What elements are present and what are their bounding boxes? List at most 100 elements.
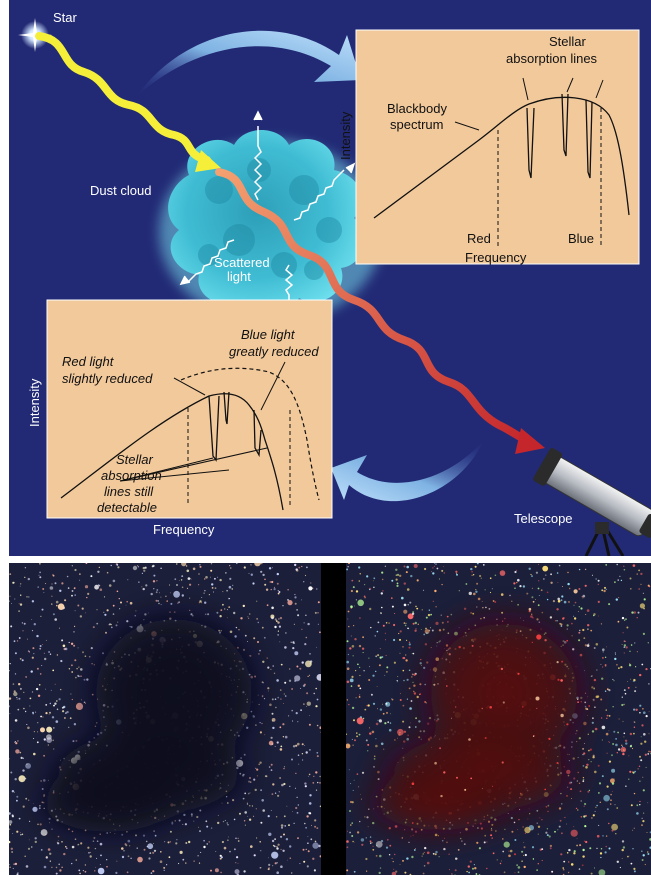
star-point — [455, 570, 458, 573]
star-point — [606, 717, 608, 719]
star-point — [577, 611, 579, 613]
star-point — [315, 705, 318, 708]
star-point — [459, 837, 462, 840]
star-point — [24, 576, 26, 578]
star-point — [430, 571, 432, 573]
star-point — [386, 671, 388, 673]
star-point — [536, 707, 538, 709]
star-point — [104, 613, 107, 616]
star-point — [31, 691, 34, 693]
star-point — [557, 599, 561, 603]
telescope-label: Telescope — [514, 511, 573, 526]
star-point — [511, 600, 513, 602]
star-point — [447, 621, 449, 623]
star-point — [221, 840, 224, 844]
star-point — [304, 785, 307, 788]
star-point — [582, 747, 585, 750]
star-point — [236, 856, 239, 859]
star-point — [411, 855, 414, 859]
star-point — [56, 654, 59, 656]
star-point — [385, 622, 388, 624]
star-point — [601, 677, 604, 680]
star-point — [388, 622, 390, 624]
star-point — [382, 590, 384, 592]
star-point — [606, 646, 607, 648]
star-point — [399, 864, 401, 865]
star-point — [10, 625, 13, 628]
star-point — [403, 730, 407, 733]
telescope-icon — [533, 448, 651, 556]
star-point — [568, 601, 570, 603]
star-point — [297, 742, 300, 746]
star-point — [79, 615, 83, 618]
star-point — [301, 661, 304, 664]
star-point — [142, 566, 145, 570]
star-point — [556, 608, 559, 611]
star-point — [294, 651, 299, 656]
star-point — [215, 851, 217, 852]
star-point — [10, 730, 12, 732]
dust-cloud — [159, 130, 383, 324]
star-point — [74, 625, 76, 627]
star-point — [644, 753, 647, 756]
star-point — [233, 611, 236, 615]
star-point — [561, 595, 564, 598]
star-point — [259, 761, 262, 764]
star-point — [633, 678, 636, 682]
star-point — [590, 872, 593, 875]
star-point — [317, 612, 319, 614]
star-point — [375, 722, 379, 726]
star-point — [227, 824, 229, 826]
star-point — [499, 570, 506, 576]
star-point — [166, 864, 168, 866]
star-point — [165, 595, 167, 598]
star-point — [618, 667, 620, 669]
star-point — [622, 749, 625, 751]
star-point — [60, 659, 63, 663]
star-point — [43, 592, 45, 594]
star-point — [387, 721, 390, 724]
star-point — [351, 822, 354, 824]
star-point — [316, 827, 319, 829]
star-point — [56, 841, 58, 843]
star-point — [465, 583, 468, 585]
star-point — [643, 711, 646, 714]
star-point — [599, 801, 601, 803]
star-point — [521, 860, 523, 862]
star-point — [277, 696, 280, 699]
star-point — [210, 869, 212, 872]
star-point — [378, 719, 382, 723]
star-point — [97, 584, 100, 587]
star-point — [13, 690, 16, 693]
star-point — [301, 743, 304, 746]
star-point — [280, 698, 282, 700]
star-point — [67, 587, 70, 589]
star-point — [372, 674, 375, 677]
star-point — [20, 756, 23, 759]
star-point — [260, 563, 263, 565]
star-point — [136, 847, 138, 849]
star-point — [278, 791, 280, 793]
star-point — [270, 668, 272, 670]
star-point — [451, 873, 453, 875]
star-point — [632, 771, 634, 773]
star-point — [523, 854, 524, 856]
star-point — [570, 829, 578, 837]
star-point — [123, 850, 125, 852]
star-point — [377, 708, 378, 710]
star-point — [514, 872, 516, 874]
star-point — [274, 698, 277, 700]
star-point — [308, 586, 313, 591]
star-point — [119, 608, 121, 610]
star-point — [537, 604, 540, 607]
star-point — [627, 687, 630, 689]
star-point — [314, 819, 317, 822]
star-point — [537, 833, 539, 835]
star-point — [305, 636, 308, 639]
star-point — [352, 789, 354, 791]
star-point — [428, 609, 430, 611]
star-point — [365, 857, 368, 861]
star-point — [560, 853, 563, 856]
star-point — [69, 717, 72, 720]
star-point — [606, 808, 609, 811]
